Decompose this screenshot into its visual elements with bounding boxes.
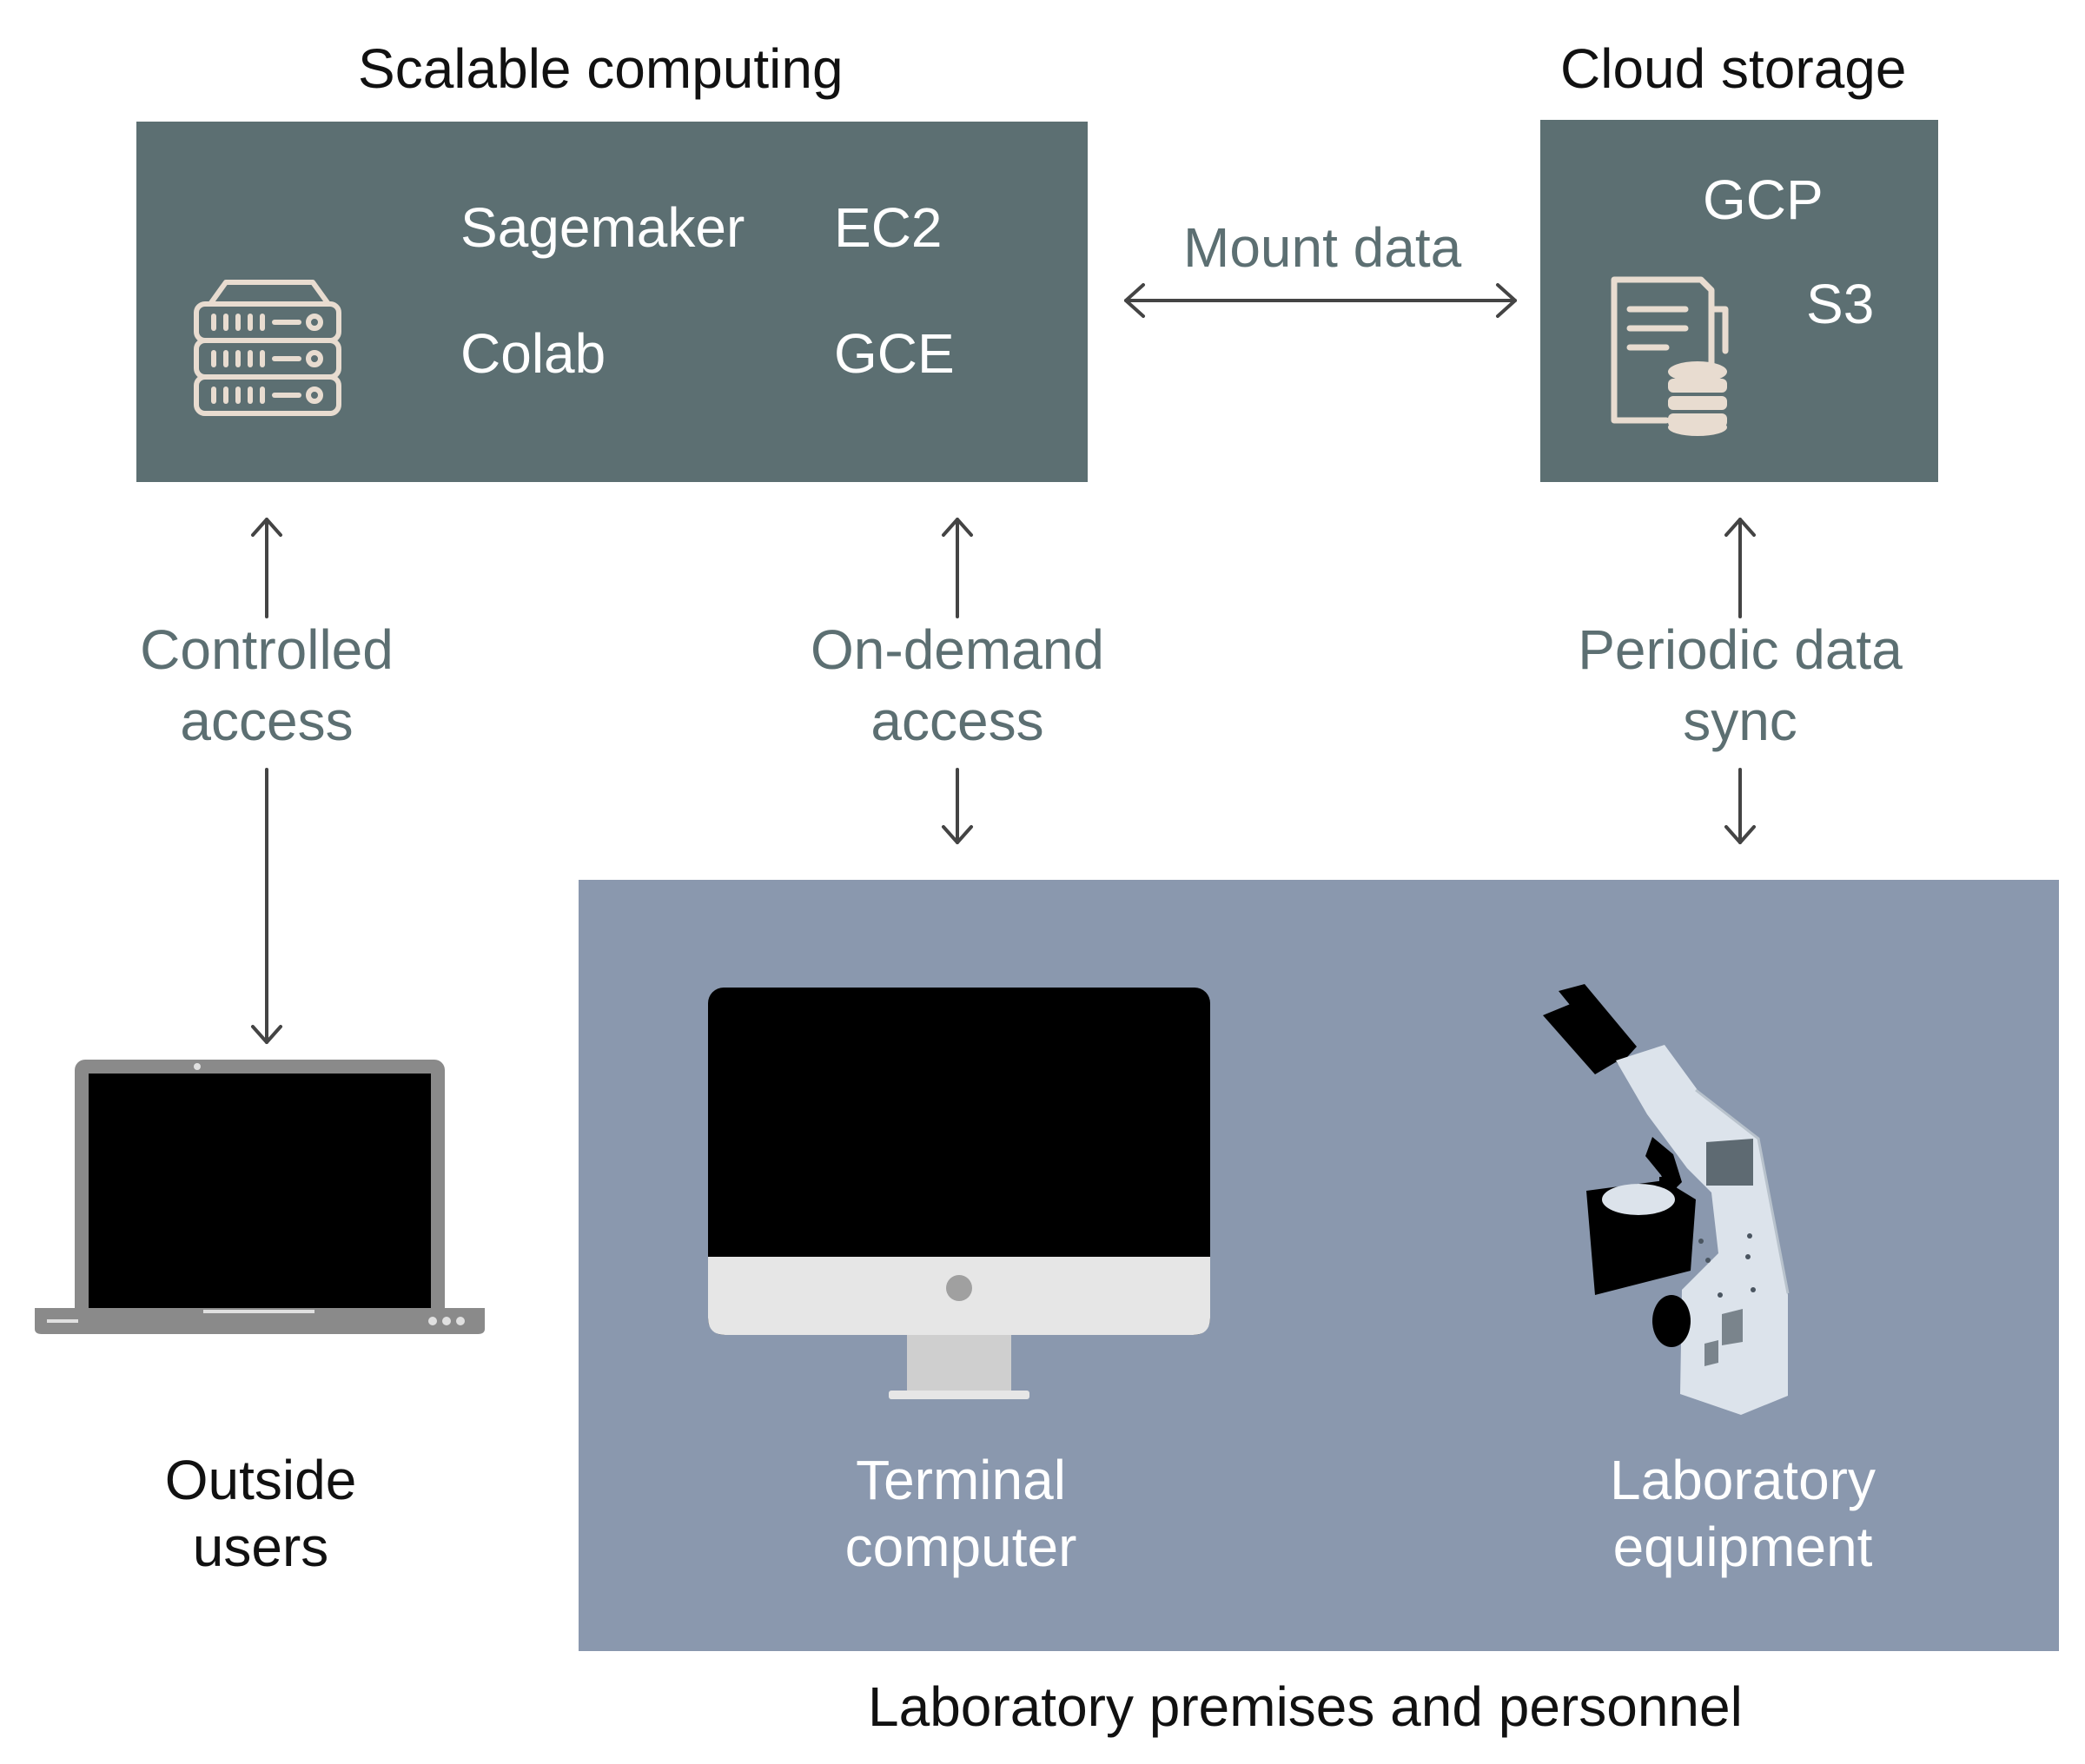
compute-title: Scalable computing [358,37,844,100]
controlled-access-line-1: Controlled [140,618,394,681]
outside-users-caption: Outside users [87,1447,434,1581]
service-colab: Colab [460,322,606,385]
on-demand-access-line-1: On-demand [811,618,1104,681]
mount-data-label: Mount data [1183,216,1462,279]
lab-title: Laboratory premises and personnel [868,1675,1743,1738]
periodic-sync-arrow [1724,518,1756,844]
service-sagemaker: Sagemaker [460,196,745,259]
service-ec2: EC2 [834,196,943,259]
service-s3: S3 [1806,273,1875,335]
outside-users-line-2: users [192,1516,329,1578]
periodic-sync-line-2: sync [1683,690,1797,752]
controlled-access-line-2: access [180,690,354,752]
on-demand-access-arrow [942,518,973,844]
service-gcp: GCP [1703,168,1824,231]
terminal-computer-caption: Terminal computer [726,1447,1195,1581]
periodic-sync-line-1: Periodic data [1578,618,1903,681]
periodic-sync-label: Periodic data sync [1540,614,1940,756]
outside-users-line-1: Outside [164,1449,357,1511]
controlled-access-arrow [251,518,282,1044]
terminal-computer-icon [708,988,1210,1399]
documents-database-icon [1611,276,1729,436]
server-rack-icon [194,280,341,416]
storage-box: GCP S3 [1540,120,1938,482]
laptop-icon [35,1060,485,1334]
compute-box: Sagemaker EC2 Colab GCE [136,122,1088,482]
terminal-computer-line-1: Terminal [856,1449,1066,1511]
terminal-computer-line-2: computer [844,1516,1077,1578]
laboratory-equipment-line-2: equipment [1612,1516,1873,1578]
laboratory-equipment-line-1: Laboratory [1610,1449,1876,1511]
laboratory-equipment-caption: Laboratory equipment [1508,1447,1977,1581]
microscope-icon [1543,984,1790,1415]
lab-box: Terminal computer Laboratory equipment [579,880,2059,1651]
controlled-access-label: Controlled access [91,614,442,756]
mount-data-arrow [1124,283,1517,318]
on-demand-access-line-2: access [870,690,1044,752]
storage-title: Cloud storage [1560,37,1907,100]
on-demand-access-label: On-demand access [764,614,1150,756]
service-gce: GCE [834,322,955,385]
